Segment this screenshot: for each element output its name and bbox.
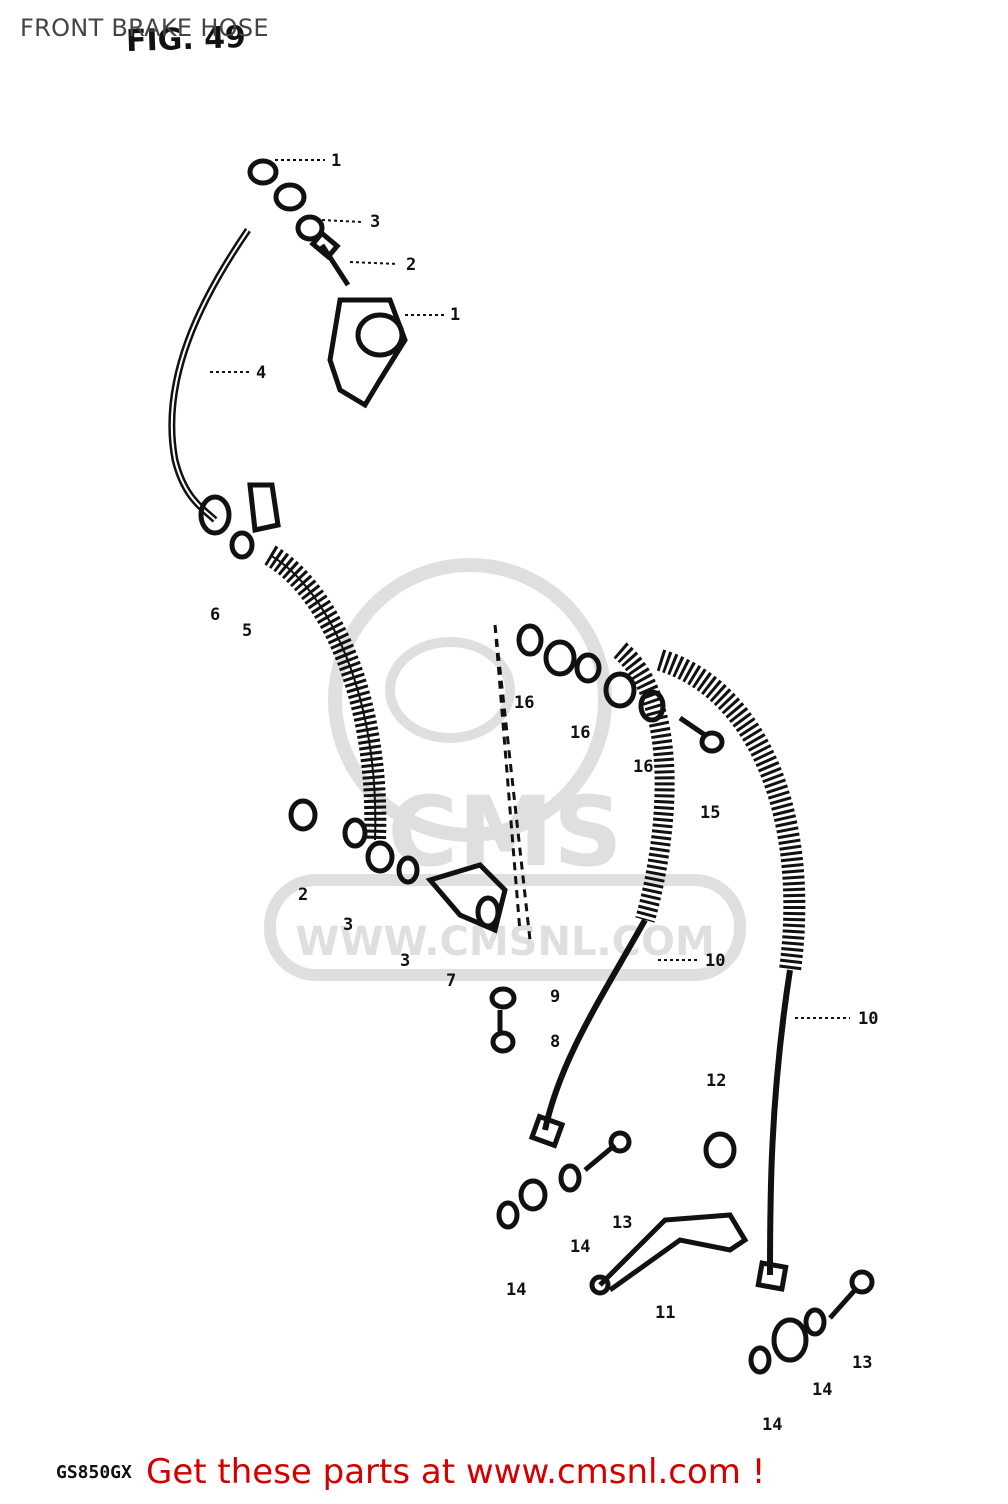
watermark: CMS WWW.CMSNL.COM (264, 558, 746, 981)
callout-16-a: 16 (514, 693, 534, 713)
callout-10-a: 10 (705, 951, 725, 971)
page-title: FRONT BRAKE HOSE (20, 14, 269, 42)
callout-14-a: 14 (570, 1237, 590, 1257)
callout-14-c: 14 (812, 1380, 832, 1400)
callout-14-b: 14 (506, 1280, 526, 1300)
callout-8: 8 (550, 1032, 560, 1052)
callout-3-d: 3 (400, 951, 410, 971)
left-fittings (288, 798, 517, 1054)
watermark-brand: CMS (387, 776, 622, 888)
callout-4: 4 (256, 363, 266, 383)
union-bolt (309, 229, 351, 287)
callout-15: 15 (700, 803, 720, 823)
hose-bracket (198, 482, 281, 560)
callouts (210, 159, 850, 1019)
union-bolt-housing (327, 297, 408, 409)
callout-9: 9 (550, 987, 560, 1007)
callout-2-b: 2 (298, 885, 308, 905)
brake-hose-armored-mid (613, 642, 675, 923)
callout-labels: 1 3 2 1 4 6 5 2 3 3 7 9 8 10 10 12 13 14… (210, 151, 878, 1435)
callout-11: 11 (655, 1303, 675, 1323)
callout-6: 6 (210, 605, 220, 625)
watermark-url: WWW.CMSNL.COM (295, 919, 715, 965)
callout-10-b: 10 (858, 1009, 878, 1029)
callout-1: 1 (450, 305, 460, 325)
callout-16-c: 16 (633, 757, 653, 777)
callout-2-a: 2 (406, 255, 416, 275)
callout-13-b: 13 (852, 1353, 872, 1373)
callout-14-d: 14 (762, 1415, 782, 1435)
callout-3-c: 3 (343, 915, 353, 935)
callout-7: 7 (446, 971, 456, 991)
callout-5: 5 (242, 621, 252, 641)
right-top-fittings (516, 623, 725, 754)
callout-3-b: 3 (370, 212, 380, 232)
callout-12: 12 (706, 1071, 726, 1091)
brake-hose-upper (168, 228, 251, 523)
callout-13-a: 13 (612, 1213, 632, 1233)
callout-3-a: 1 (331, 151, 341, 171)
leader-dashed (493, 624, 532, 941)
lower-fittings (496, 1113, 875, 1375)
washers-top (247, 158, 325, 242)
diagram-code: GS850GX (56, 1462, 132, 1483)
promo-link[interactable]: Get these parts at www.cmsnl.com ! (146, 1452, 766, 1492)
callout-16-b: 16 (570, 723, 590, 743)
